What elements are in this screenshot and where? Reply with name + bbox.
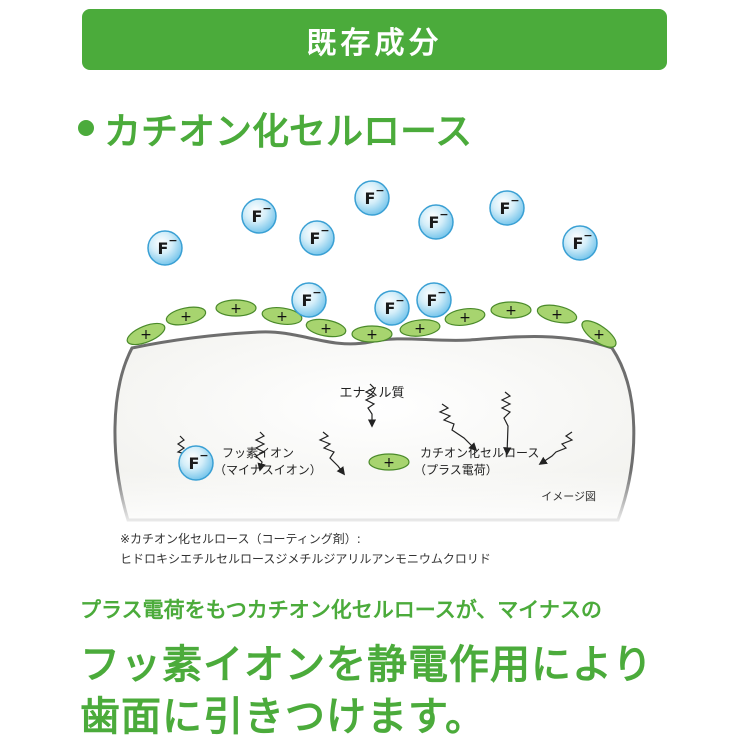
fluoride-ion: F − bbox=[354, 180, 390, 216]
enamel-label: エナメル質 bbox=[339, 386, 404, 401]
cation-particle: + bbox=[305, 318, 347, 338]
cation-particle: + bbox=[490, 301, 532, 319]
fluoride-ion: F − bbox=[374, 290, 410, 326]
fluoride-ion: F − bbox=[418, 204, 454, 240]
cation-particle: + bbox=[165, 306, 207, 326]
svg-text:−: − bbox=[437, 286, 446, 299]
image-note: イメージ図 bbox=[541, 490, 596, 503]
tagline: プラス電荷をもつカチオン化セルロースが、マイナスの bbox=[80, 598, 602, 622]
svg-text:+: + bbox=[414, 321, 426, 337]
note-line-1: ※カチオン化セルロース（コーティング剤）: bbox=[120, 532, 361, 546]
svg-text:+: + bbox=[505, 303, 517, 319]
svg-text:−: − bbox=[312, 286, 321, 299]
svg-text:+: + bbox=[366, 327, 378, 343]
fluoride-ion: F − bbox=[299, 220, 335, 256]
legend-cation-sublabel: （プラス電荷） bbox=[414, 463, 498, 477]
legend-cation-icon: + bbox=[368, 453, 410, 471]
svg-text:−: − bbox=[199, 449, 208, 462]
cation-particle: + bbox=[444, 308, 486, 326]
ingredient-title: カチオン化セルロース bbox=[104, 110, 473, 153]
headline-line-1: フッ素イオンを静電作用により bbox=[80, 642, 654, 688]
svg-text:+: + bbox=[551, 307, 563, 323]
svg-text:F: F bbox=[573, 234, 584, 253]
section-header: 既存成分 bbox=[82, 9, 667, 70]
svg-text:+: + bbox=[320, 321, 332, 337]
cation-particle: + bbox=[399, 319, 441, 337]
svg-text:F: F bbox=[427, 291, 438, 310]
fluoride-ion: F − bbox=[416, 282, 452, 318]
header-title: 既存成分 bbox=[306, 25, 443, 61]
legend-fluoride-icon: F − bbox=[178, 445, 214, 481]
note-line-2: ヒドロキシエチルセルロースジメチルジアリルアンモニウムクロリド bbox=[120, 552, 491, 566]
fluoride-ion: F − bbox=[291, 282, 327, 318]
fluoride-ion: F − bbox=[489, 190, 525, 226]
legend-fluoride-sublabel: （マイナスイオン） bbox=[214, 463, 322, 477]
svg-text:F: F bbox=[158, 239, 169, 258]
legend-cation-label: カチオン化セルロース bbox=[420, 446, 539, 460]
svg-text:−: − bbox=[510, 194, 519, 207]
svg-text:−: − bbox=[439, 208, 448, 221]
cationic-cellulose-diagram: エナメル質 + + + + + bbox=[100, 180, 650, 530]
svg-text:F: F bbox=[310, 229, 321, 248]
svg-text:−: − bbox=[583, 229, 592, 242]
svg-text:+: + bbox=[593, 327, 605, 343]
fluoride-ions: F − F − F − F − F − F − F bbox=[147, 180, 598, 326]
svg-text:F: F bbox=[429, 213, 440, 232]
fluoride-ion: F − bbox=[562, 225, 598, 261]
svg-text:F: F bbox=[252, 207, 263, 226]
legend: F − フッ素イオン （マイナスイオン） + カチオン化セルロース （プラス電荷… bbox=[178, 445, 539, 481]
svg-text:−: − bbox=[262, 202, 271, 215]
cation-particle: + bbox=[126, 322, 166, 346]
fluoride-ion: F − bbox=[147, 230, 183, 266]
svg-text:F: F bbox=[385, 299, 396, 318]
cation-particle: + bbox=[215, 299, 257, 317]
cation-particle: + bbox=[536, 304, 578, 324]
bullet-dot bbox=[78, 120, 94, 136]
svg-text:−: − bbox=[320, 224, 329, 237]
svg-text:+: + bbox=[459, 310, 471, 326]
ingredient-heading: カチオン化セルロース bbox=[78, 103, 472, 153]
cation-layer: + + + + + + + + bbox=[126, 299, 617, 348]
svg-text:F: F bbox=[302, 291, 313, 310]
svg-text:+: + bbox=[276, 309, 288, 325]
svg-text:−: − bbox=[375, 184, 384, 197]
svg-text:−: − bbox=[168, 234, 177, 247]
cation-particle: + bbox=[261, 307, 303, 325]
svg-text:F: F bbox=[500, 199, 511, 218]
fluoride-ion: F − bbox=[241, 198, 277, 234]
svg-text:+: + bbox=[383, 455, 395, 471]
svg-text:F: F bbox=[365, 189, 376, 208]
svg-text:+: + bbox=[230, 301, 242, 317]
headline-line-2: 歯面に引きつけます。 bbox=[80, 694, 486, 740]
svg-text:F: F bbox=[189, 454, 200, 473]
cation-particle: + bbox=[351, 325, 393, 343]
svg-text:+: + bbox=[140, 327, 152, 343]
cation-particle: + bbox=[581, 320, 617, 348]
legend-fluoride-label: フッ素イオン bbox=[222, 446, 294, 460]
svg-text:+: + bbox=[180, 309, 192, 325]
svg-text:−: − bbox=[395, 294, 404, 307]
